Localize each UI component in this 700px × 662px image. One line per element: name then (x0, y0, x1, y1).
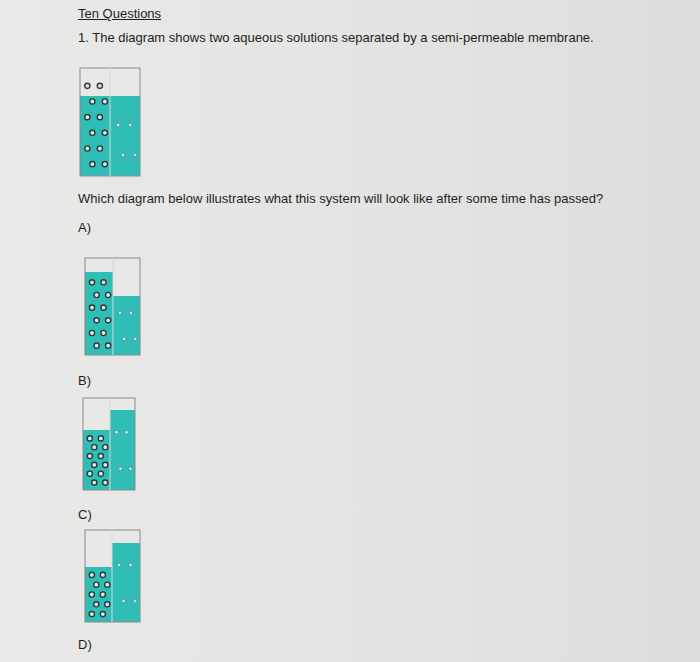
option-letter: D) (78, 637, 92, 653)
question-text: Which diagram below illustrates what thi… (78, 191, 603, 207)
option-a-beaker (85, 258, 140, 355)
option-c-beaker (85, 530, 140, 622)
page-title: Ten Questions (78, 6, 161, 22)
option-b-beaker (83, 398, 135, 490)
question-text: 1. The diagram shows two aqueous solutio… (78, 30, 594, 46)
option-letter: A) (78, 220, 91, 236)
option-letter: B) (78, 373, 91, 389)
start-beaker (80, 68, 140, 176)
option-letter: C) (78, 507, 92, 523)
